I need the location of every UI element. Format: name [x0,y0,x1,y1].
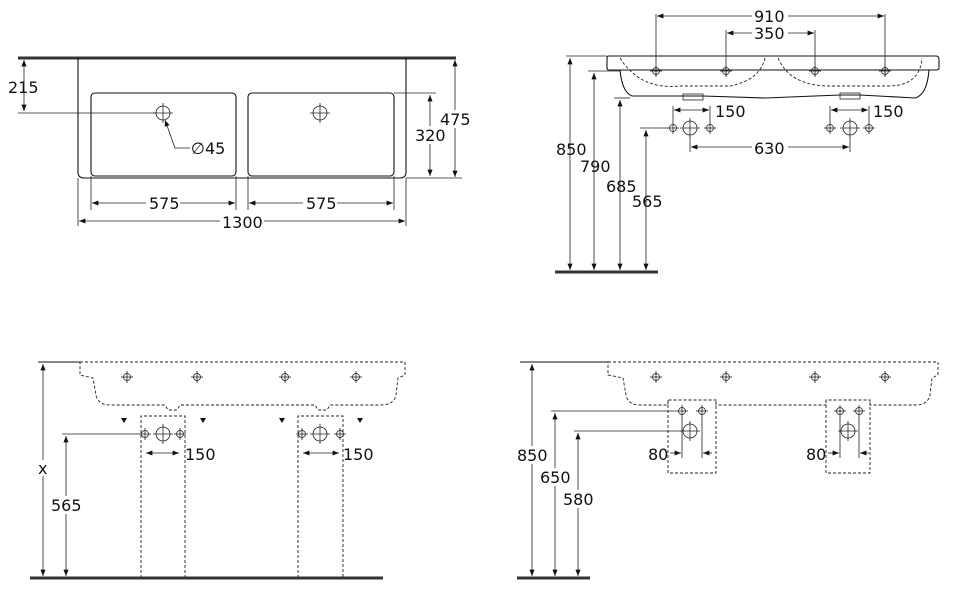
siphon-cover-left [667,400,717,474]
basin-outline [607,361,939,406]
dim-label: 575 [149,194,180,213]
pedestal-right [297,415,344,578]
dim-label: 150 [185,445,216,464]
dim-label: 215 [8,78,39,97]
dim-label: 150 [715,102,746,121]
drain-icon [309,102,331,124]
dim-label: 790 [580,157,611,176]
dim-label: x [38,459,47,478]
dim-label: 910 [754,7,785,26]
pedestal-view: x 565 150 150 [30,361,406,580]
bowl-left [90,92,237,177]
dim-label: 350 [754,24,785,43]
basin-outline [77,58,407,179]
dim-label: 320 [415,126,446,145]
dim-label: 150 [873,102,904,121]
dim-label: ∅45 [191,139,225,158]
siphon-view: 850 650 580 80 80 [516,361,939,580]
dim-label: 580 [563,490,594,509]
dim-label: 850 [556,140,587,159]
dim-label: 80 [648,445,668,464]
front-view: 910 350 850 790 685 565 150 150 630 [555,7,940,274]
dim-label: 565 [51,496,82,515]
dim-label: 685 [606,177,637,196]
dim-label: 565 [632,192,663,211]
dim-label: 850 [517,446,548,465]
top-view: 215 320 475 ∅45 575 575 1300 [8,56,472,232]
dim-label: 630 [754,139,785,158]
pedestal-left [140,415,186,578]
basin-outline [79,361,406,411]
dim-label: 575 [306,194,337,213]
dim-label: 475 [440,110,471,129]
dim-label: 1300 [222,213,263,232]
basin-outline [619,69,930,99]
bowl-right [247,92,395,177]
dim-label: 80 [806,445,826,464]
dim-label: 150 [343,445,374,464]
siphon-cover-right [825,400,871,474]
dim-label: 650 [540,468,571,487]
